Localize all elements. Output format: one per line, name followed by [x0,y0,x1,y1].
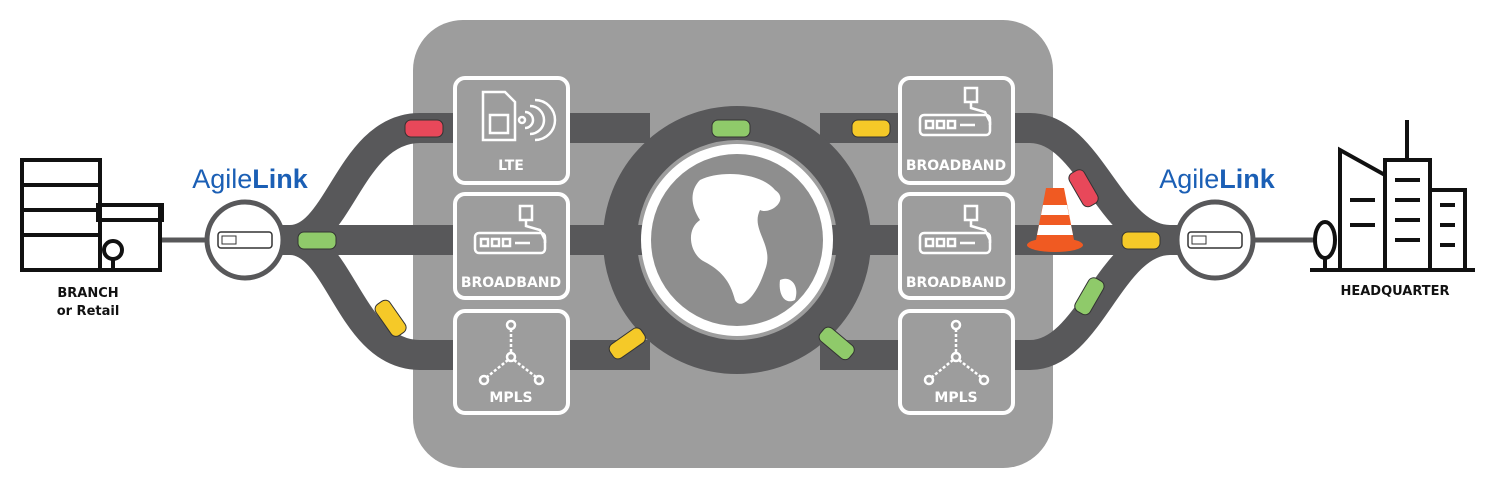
link-label: MPLS [489,390,532,406]
modem-icon [473,204,547,255]
car [374,299,407,337]
car [1121,231,1161,250]
mpls-network-icon [478,319,545,386]
headquarter-label: HEADQUARTER [1340,284,1449,299]
internet-globe-icon [641,144,833,336]
agilelink-logo: AgileLink [1159,164,1276,194]
link-label: MPLS [934,390,977,406]
link-label: BROADBAND [461,275,561,291]
car [851,119,891,138]
modem-icon [918,204,992,255]
mpls-network-icon [923,319,990,386]
car [1074,277,1105,316]
car [297,231,337,250]
link-label: LTE [498,158,524,174]
agilelink-device-right [1174,199,1256,281]
car [1068,169,1099,208]
branch-label: BRANCH [57,286,118,301]
modem-icon [918,86,992,137]
agilelink-logo: AgileLink [192,164,309,194]
car [608,327,646,360]
cars [297,119,1161,361]
sim-wireless-icon [481,90,557,142]
headquarter-building-icon [1310,120,1475,272]
traffic-cone-icon [1027,188,1083,252]
branch-building-icon [20,158,164,272]
car [711,119,751,138]
link-label: BROADBAND [906,158,1006,174]
link-label: BROADBAND [906,275,1006,291]
branch-label: or Retail [57,304,120,319]
car [818,326,855,361]
car [404,119,444,138]
agilelink-device-left [204,199,286,281]
